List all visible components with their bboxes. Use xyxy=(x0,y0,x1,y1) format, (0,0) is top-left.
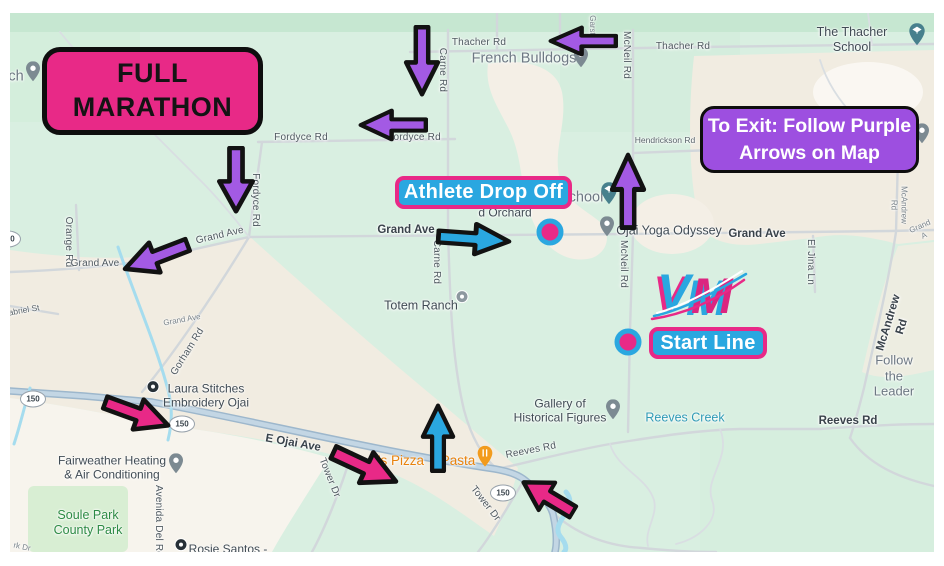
blue-arrow-grand-ave xyxy=(435,221,512,257)
pink-arrow-ojai-center xyxy=(328,444,399,486)
purple-arrow-left-thacher xyxy=(548,25,618,57)
vm-logo: V V M M xyxy=(650,264,748,322)
pin-the-thacher-school[interactable] xyxy=(909,23,925,50)
pin-ojai-yoga[interactable] xyxy=(600,216,614,241)
full-marathon-badge: FULL MARATHON xyxy=(42,47,263,135)
pin-left-edge[interactable] xyxy=(26,61,40,86)
start-line-badge: Start Line xyxy=(649,327,767,359)
athlete-drop-off-badge: Athlete Drop Off xyxy=(395,176,572,209)
pin-pizza[interactable] xyxy=(477,445,493,472)
purple-arrow-down-full-marathon xyxy=(216,146,256,214)
exit-instructions-label: To Exit: Follow Purple Arrows on Map xyxy=(707,115,912,164)
exit-instructions-badge: To Exit: Follow Purple Arrows on Map xyxy=(700,106,919,173)
blue-arrow-ojai xyxy=(420,403,456,473)
pink-arrow-hwy150 xyxy=(521,480,579,520)
purple-arrow-left-fordyce xyxy=(358,108,428,142)
pin-laura-stitches[interactable] xyxy=(146,380,160,398)
purple-arrow-grand-ave-west xyxy=(122,236,193,275)
vm-logo-swoosh xyxy=(650,270,748,321)
marker-dot-drop-off xyxy=(536,218,564,246)
route-150-shield-3: 150 xyxy=(490,484,516,502)
vm-logo-m: M xyxy=(691,268,734,322)
route-150-shield-1: 150 xyxy=(20,390,46,408)
pin-totem-ranch[interactable] xyxy=(455,290,469,308)
pin-fairweather[interactable] xyxy=(169,453,183,478)
pin-rosie-santos[interactable] xyxy=(174,538,188,552)
full-marathon-label: FULL MARATHON xyxy=(72,58,233,122)
purple-arrow-up-mcneil xyxy=(609,152,647,230)
athlete-drop-off-label: Athlete Drop Off xyxy=(403,181,564,203)
purple-arrow-down-top-center xyxy=(403,25,441,97)
marker-dot-start-line xyxy=(614,328,642,356)
pin-gallery[interactable] xyxy=(606,399,620,424)
pink-arrow-ojai-west xyxy=(100,394,171,432)
start-line-label: Start Line xyxy=(660,331,756,354)
